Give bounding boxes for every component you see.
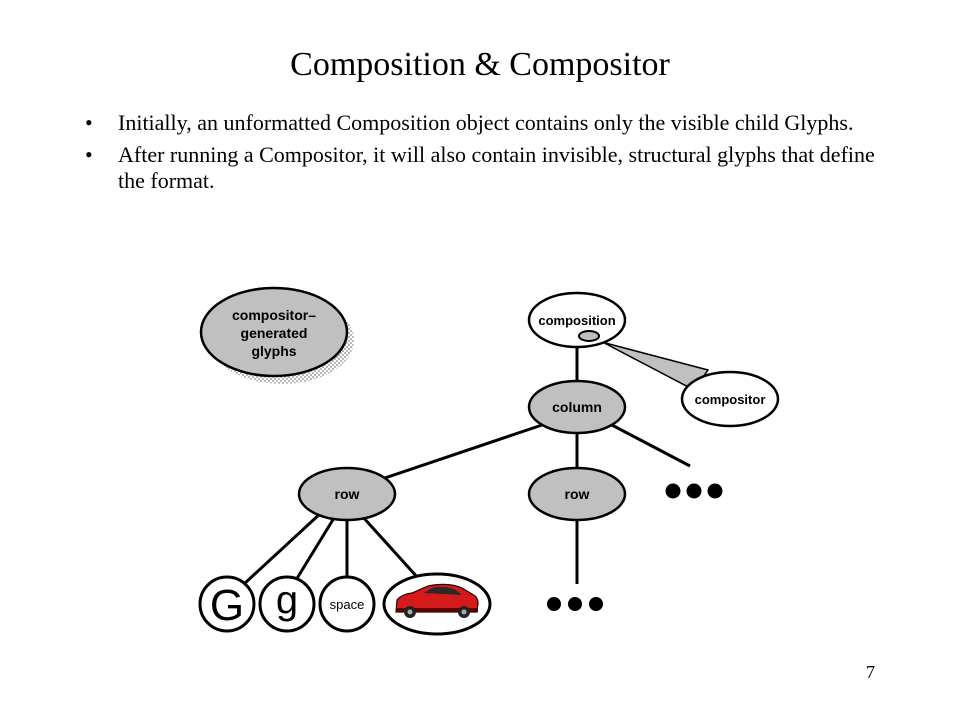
node-row-left-shape [297, 466, 397, 522]
ellipsis-dot [665, 483, 681, 499]
ellipsis-dot [568, 597, 582, 611]
legend-line-2: generated [241, 325, 308, 341]
legend-line-3: glyphs [251, 343, 296, 359]
glyph-space-label: space [330, 597, 365, 612]
node-row-left: row [297, 466, 397, 522]
node-column-shape [527, 379, 627, 435]
node-row-right-shape [527, 466, 627, 522]
node-row-left-label: row [335, 486, 360, 502]
car-icon [395, 583, 479, 618]
glyph-space-shape [318, 575, 376, 633]
node-row-right: row [527, 466, 627, 522]
compositor-callout [590, 335, 710, 391]
node-compositor-label: compositor [695, 392, 766, 407]
edge-row-g [294, 517, 336, 581]
edge-column-more [609, 422, 691, 468]
legend: compositor– generated glyphs [199, 286, 354, 384]
node-column-label: column [552, 399, 602, 415]
legend-line-1: compositor– [232, 307, 316, 323]
node-compositor-shape [680, 370, 780, 428]
node-composition: composition [527, 291, 627, 349]
node-column: column [527, 379, 627, 435]
bullet-dot: • [85, 110, 93, 135]
ellipsis-dot [589, 597, 603, 611]
ellipsis-dot [686, 483, 702, 499]
bullet-text: Initially, an unformatted Composition ob… [118, 110, 854, 135]
page-number: 7 [866, 662, 875, 682]
legend-ellipse [199, 286, 349, 378]
bullet-item: • After running a Compositor, it will als… [80, 142, 880, 194]
glyph-g-shape [258, 575, 316, 633]
edges [242, 346, 691, 586]
glyph-G-shape [198, 575, 256, 633]
glyph-g: g [258, 575, 316, 633]
ellipsis-dot [707, 483, 723, 499]
node-composition-shape [527, 291, 627, 349]
glyph-space: space [318, 575, 376, 633]
bullet-list: • Initially, an unformatted Composition o… [80, 110, 880, 200]
glyph-G-label: G [210, 581, 244, 630]
glyph-car [382, 572, 492, 636]
compositor-attachment [578, 330, 600, 342]
bullet-item: • Initially, an unformatted Composition o… [80, 110, 880, 136]
node-composition-label: composition [538, 313, 615, 328]
ellipsis-column-children [665, 483, 723, 499]
edge-column-row-left [372, 422, 546, 484]
glyph-g-label: g [276, 578, 298, 622]
ellipsis-row-children [547, 597, 603, 611]
ellipsis-dot [547, 597, 561, 611]
slide-title: Composition & Compositor [290, 46, 670, 83]
node-row-right-label: row [565, 486, 590, 502]
node-compositor: compositor [680, 370, 780, 428]
bullet-text: After running a Compositor, it will also… [118, 142, 875, 193]
glyph-G: G [198, 575, 256, 633]
edge-row-car [360, 514, 420, 580]
edge-row-G [242, 510, 324, 586]
bullet-dot: • [85, 142, 93, 167]
